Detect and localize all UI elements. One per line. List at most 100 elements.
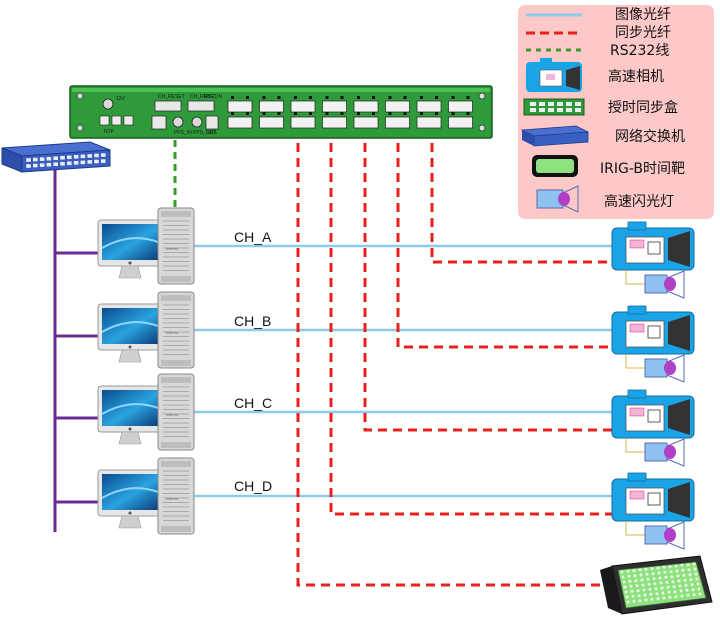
target-led bbox=[666, 585, 670, 589]
legend-label-image-fiber: 图像光纤 bbox=[615, 7, 671, 23]
target-led bbox=[639, 573, 643, 577]
switch-port bbox=[80, 154, 86, 159]
legend-box-port bbox=[539, 108, 545, 112]
target-led bbox=[688, 573, 692, 577]
workstation-a: inferno bbox=[97, 207, 195, 285]
switch-port bbox=[25, 157, 32, 163]
high-speed-camera-a bbox=[611, 221, 695, 271]
legend-box-port bbox=[548, 102, 554, 106]
port-led bbox=[388, 96, 392, 99]
camera-port bbox=[647, 241, 661, 255]
strobe-lamp bbox=[664, 528, 676, 542]
sync-box-fiber-port bbox=[448, 100, 473, 113]
target-led bbox=[649, 592, 653, 596]
sync-box-fiber-port bbox=[416, 116, 442, 129]
target-led bbox=[692, 562, 696, 566]
strobe-legend-icon bbox=[536, 185, 579, 213]
target-led bbox=[656, 597, 660, 601]
sync-box-fiber-port bbox=[385, 116, 410, 129]
target-led bbox=[623, 585, 627, 589]
port-led bbox=[277, 96, 281, 99]
sync-box-fiber-port bbox=[322, 116, 347, 129]
port-led bbox=[325, 112, 329, 115]
port-led bbox=[420, 112, 423, 115]
target-led bbox=[636, 589, 640, 593]
tower-case bbox=[157, 207, 195, 285]
target-led bbox=[680, 563, 684, 567]
sync-fiber-b bbox=[396, 128, 612, 349]
apple-logo bbox=[128, 427, 132, 431]
legend-label-irig-b: IRIG-B时间靶 bbox=[600, 161, 685, 177]
target-led bbox=[693, 567, 697, 571]
legend-box-port bbox=[575, 102, 581, 106]
legend-label-sync-box: 授时同步盒 bbox=[608, 99, 678, 116]
target-led bbox=[674, 564, 678, 568]
switch-port bbox=[46, 162, 52, 167]
camera-lens bbox=[668, 399, 690, 435]
irig-b-led-grid bbox=[620, 562, 702, 604]
port-led bbox=[231, 112, 234, 115]
target-led bbox=[645, 572, 649, 576]
target-led bbox=[640, 578, 644, 582]
camera-handle bbox=[627, 305, 647, 315]
target-led bbox=[671, 580, 675, 584]
target-led bbox=[637, 594, 641, 598]
sync-box-fiber-port bbox=[416, 100, 442, 113]
switch-port bbox=[53, 156, 59, 161]
sync-box-fiber-port bbox=[322, 100, 347, 113]
target-led bbox=[665, 580, 669, 584]
target-led bbox=[650, 567, 654, 571]
high-speed-camera-d bbox=[611, 472, 695, 522]
target-led bbox=[624, 590, 628, 594]
workstation-d: inferno bbox=[97, 457, 195, 535]
sync-box-fiber-port bbox=[385, 100, 410, 113]
target-led bbox=[626, 600, 630, 604]
sync-box-label-reset2: CH_RESET bbox=[190, 94, 217, 100]
switch-port bbox=[39, 162, 45, 168]
port-led bbox=[231, 96, 234, 99]
sync-fibers bbox=[296, 128, 612, 587]
target-led bbox=[631, 594, 635, 598]
switch-port bbox=[73, 154, 79, 160]
sync-box-label-gps: GPS bbox=[206, 130, 217, 136]
high-speed-strobe-d bbox=[625, 521, 685, 550]
connections bbox=[53, 128, 625, 587]
monitor-stand bbox=[118, 431, 142, 445]
screen-wave bbox=[101, 321, 159, 333]
legend-box-port bbox=[530, 102, 536, 106]
sync-box-label-ntp: NTP bbox=[104, 129, 115, 135]
sync-box-fiber-port bbox=[259, 116, 284, 129]
camera-lens bbox=[668, 315, 690, 351]
sync-box-fiber-port bbox=[290, 116, 316, 129]
target-led bbox=[687, 568, 691, 572]
target-led bbox=[633, 574, 637, 578]
sync-box-label-irig: IRIG_IN bbox=[204, 94, 222, 100]
target-led bbox=[678, 584, 682, 588]
target-led bbox=[638, 599, 642, 603]
sync-box-label-pps-in: PPS_IN bbox=[174, 130, 192, 136]
sync-box-legend-icon bbox=[523, 98, 585, 116]
target-led bbox=[658, 576, 662, 580]
port-led bbox=[388, 112, 392, 115]
workstation-c: inferno bbox=[97, 373, 195, 451]
channel-label-d: CH_D bbox=[234, 478, 272, 494]
legend-label-sync-fiber: 同步光纤 bbox=[615, 25, 671, 41]
camera-indicator bbox=[629, 323, 645, 333]
sync-box-label-12v: 12V bbox=[116, 96, 126, 102]
target-led bbox=[620, 570, 624, 574]
camera-port bbox=[647, 409, 661, 423]
sync-box-label-pps-out: PPS_OUT bbox=[193, 130, 216, 136]
camera-port bbox=[647, 492, 661, 506]
legend-box-port bbox=[548, 108, 554, 112]
tower-handle bbox=[161, 276, 191, 282]
channel-labels: CH_A CH_B CH_C CH_D bbox=[234, 229, 272, 494]
target-led bbox=[661, 591, 665, 595]
camera-indicator bbox=[629, 490, 645, 500]
port-led bbox=[340, 96, 344, 99]
switch-port bbox=[39, 156, 45, 162]
port-led bbox=[403, 112, 407, 115]
switch-port bbox=[46, 156, 52, 161]
screen-wave bbox=[101, 487, 159, 499]
target-led bbox=[668, 595, 672, 599]
tower-handle bbox=[161, 211, 191, 217]
